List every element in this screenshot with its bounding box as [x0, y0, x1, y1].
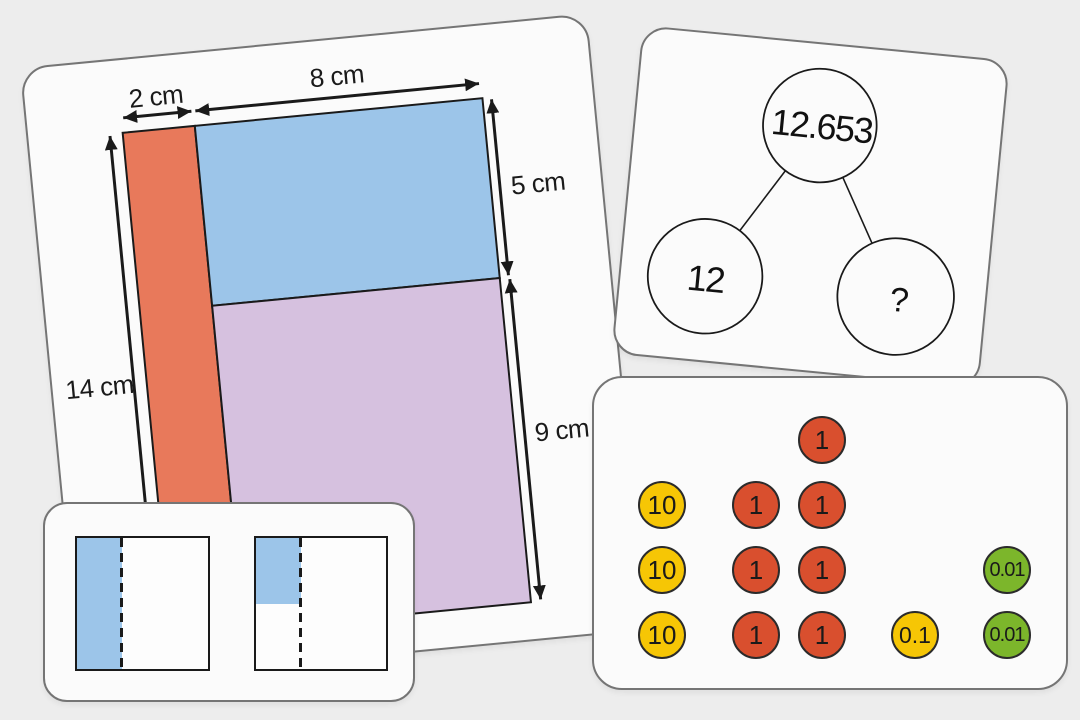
- bond-left-part-value: 12: [685, 256, 727, 301]
- counter-ten: 10: [638, 481, 686, 529]
- fraction-diagram-1: [75, 536, 210, 671]
- dimension-arrow-2cm: [123, 106, 192, 123]
- counter-one: 1: [798, 611, 846, 659]
- counter-ten: 10: [638, 611, 686, 659]
- counter-one: 1: [732, 611, 780, 659]
- fraction-1-shaded-region: [77, 538, 122, 669]
- counter-one: 1: [798, 416, 846, 464]
- counter-tenth: 0.1: [891, 611, 939, 659]
- bond-whole-circle: [762, 67, 878, 184]
- dimension-arrow-8cm: [195, 78, 480, 116]
- counter-hundredth: 0.01: [983, 611, 1031, 659]
- bond-right-part-value: ?: [887, 280, 909, 321]
- fraction-2-dashed-line: [299, 538, 302, 669]
- counter-hundredth: 0.01: [983, 546, 1031, 594]
- fraction-diagram-2: [254, 536, 388, 671]
- dimension-label-14cm: 14 cm: [64, 368, 136, 406]
- counter-one: 1: [732, 546, 780, 594]
- number-bond-card: 12.653 12 ?: [611, 25, 1010, 389]
- fraction-1-dashed-line: [120, 538, 123, 669]
- fraction-2-shaded-region: [256, 538, 301, 604]
- dimension-arrow-5cm: [486, 99, 514, 276]
- counter-one: 1: [798, 481, 846, 529]
- dimension-label-2cm: 2 cm: [127, 78, 185, 114]
- place-value-counters-card: 1 10 1 1 10 1 1 0.01 10 1 1 0.1 0.01: [592, 376, 1068, 690]
- counter-one: 1: [798, 546, 846, 594]
- counter-one: 1: [732, 481, 780, 529]
- counter-ten: 10: [638, 546, 686, 594]
- bond-right-part-circle: [836, 237, 955, 356]
- dimension-label-5cm: 5 cm: [509, 165, 567, 201]
- bond-left-part-circle: [646, 218, 764, 335]
- dimension-label-8cm: 8 cm: [308, 58, 366, 94]
- number-bond-diagram: [646, 67, 955, 356]
- dimension-label-9cm: 9 cm: [533, 412, 591, 448]
- fraction-models-card: [43, 502, 415, 702]
- blue-upper-rect: [193, 97, 501, 307]
- dimension-arrow-9cm: [504, 278, 546, 600]
